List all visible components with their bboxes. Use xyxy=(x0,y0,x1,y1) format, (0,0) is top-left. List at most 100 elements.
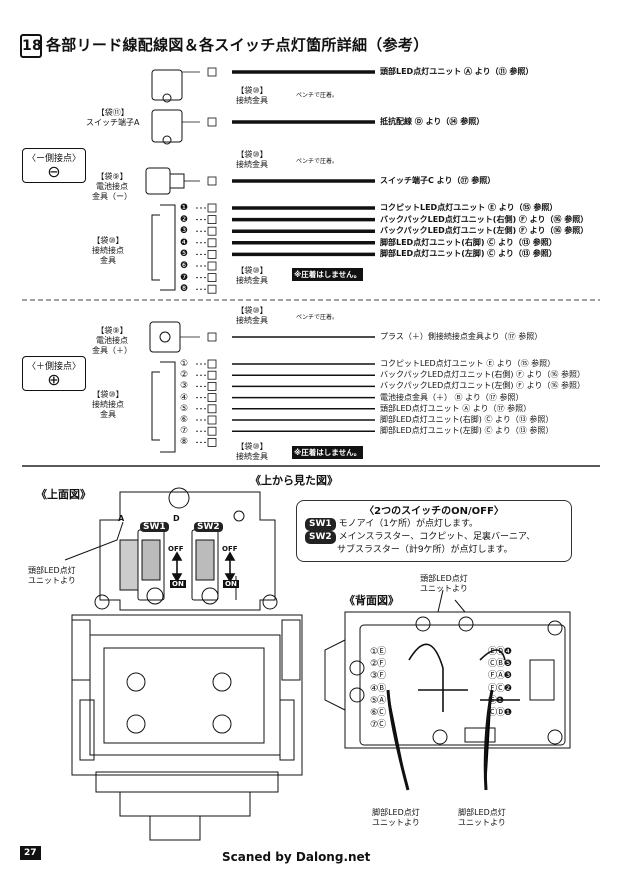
wire-resistor-d: 抵抗配線 Ⓓ より（⑭ 参照） xyxy=(380,117,485,126)
top-face-title: 《上面図》 xyxy=(36,488,91,501)
back-marker: ⑤Ⓐ xyxy=(370,695,386,706)
minus-side-label: 〈ー側接点〉 xyxy=(27,154,82,164)
back-face-title: 《背面図》 xyxy=(344,594,399,607)
minus-wire-number: ❷ xyxy=(180,214,189,225)
minus-side-badge: 〈ー側接点〉 ⊖ xyxy=(22,148,87,183)
sw1-tag: SW1 xyxy=(140,522,169,532)
pliers-note-2: ペンチで圧着。 xyxy=(296,158,339,165)
plus-pliers-note: ペンチで圧着。 xyxy=(296,314,339,321)
leg-unit-label-1: 脚部LED点灯 ユニットより xyxy=(372,808,420,827)
wire-plus-contact: プラス（＋）側接続接点金具より（⑰ 参照） xyxy=(380,332,543,341)
back-marker: ②Ⓕ xyxy=(370,659,386,670)
plus-wire-label: 脚部LED点灯ユニット(右脚) Ⓒ より（⑬ 参照） xyxy=(380,415,554,424)
wire-head-a: 頭部LED点灯ユニット Ⓐ より（⑪ 参照） xyxy=(380,67,534,76)
off-label-2: OFF xyxy=(222,545,238,553)
back-marker: ⒸⒹ❶ xyxy=(488,708,512,718)
back-marker: ③Ⓕ xyxy=(370,671,386,682)
minus-wire-label: バックパックLED点灯ユニット(左側) Ⓕ より（⑯ 参照） xyxy=(380,226,589,236)
back-marker: ⒻⒸ❷ xyxy=(488,683,512,694)
head-unit-label-back: 頭部LED点灯 ユニットより xyxy=(420,574,468,593)
minus-wire-terminal-box xyxy=(207,273,217,283)
plus-side-label: 〈＋側接点〉 xyxy=(27,362,82,372)
fitting-label-1: 【袋⑩】 接続金具 xyxy=(236,86,268,105)
off-label-1: OFF xyxy=(168,545,184,553)
minus-wire-terminal-box xyxy=(207,261,217,271)
plus-wire-number: ③ xyxy=(180,381,189,392)
plus-wire-label: 頭部LED点灯ユニット Ⓐ より（⑰ 参照） xyxy=(380,403,532,413)
minus-wire-number: ❺ xyxy=(180,249,189,260)
switch-card-title: 〈2つのスイッチのON/OFF〉 xyxy=(364,506,504,517)
head-unit-label-top: 頭部LED点灯 ユニットより xyxy=(28,566,76,585)
back-marker: ⒸⒷ❺ xyxy=(488,659,512,670)
back-marker: ⒺⒹ❹ xyxy=(488,647,512,657)
sw2-desc-2: サブスラスター（計9ケ所）が点灯します。 xyxy=(337,545,513,555)
top-view-title: 《上から見た図》 xyxy=(250,474,338,487)
plus-fitting-label-1: 【袋⑩】 接続金具 xyxy=(236,306,268,325)
battery-contact-plus-label: 【袋⑨】 電池接点 金具（＋） xyxy=(92,326,132,355)
plus-wire-number: ④ xyxy=(180,392,189,403)
fitting-label-2: 【袋⑩】 接続金具 xyxy=(236,150,268,169)
back-marker: ⑥Ⓒ xyxy=(370,708,386,718)
scan-credit: Scaned by Dalong.net xyxy=(222,850,371,864)
marker-a: A xyxy=(118,514,125,523)
plus-wire-label: バックパックLED点灯ユニット(左側) Ⓕ より（⑯ 参照） xyxy=(380,381,585,391)
plus-side-badge: 〈＋側接点〉 ⊕ xyxy=(22,356,87,391)
minus-wire-label: 脚部LED点灯ユニット(右脚) Ⓒ より（⑬ 参照） xyxy=(380,237,557,247)
plus-wire-label: 電池接点金具（＋） Ⓑ より（⑰ 参照） xyxy=(380,392,524,402)
plus-icon: ⊕ xyxy=(47,370,61,389)
sw1-badge: SW1 xyxy=(305,518,336,531)
on-label-1: ON xyxy=(170,580,186,588)
plus-wire-label: 脚部LED点灯ユニット(左脚) Ⓒ より（⑬ 参照） xyxy=(380,426,554,436)
plus-wire-number: ⑦ xyxy=(180,426,189,437)
no-crimp-note-plus: ※圧着はしません。 xyxy=(292,446,364,459)
switch-terminal-a-label: 【袋⑪】 スイッチ端子A xyxy=(86,108,140,127)
plus-wire-terminal-box xyxy=(207,381,217,391)
wire-switch-c: スイッチ端子C より（⑰ 参照） xyxy=(380,176,496,185)
plus-wire-number: ⑧ xyxy=(180,437,189,448)
plus-wire-terminal-box xyxy=(207,437,217,447)
plus-wire-terminal-box xyxy=(207,426,217,436)
plus-wire-label: バックパックLED点灯ユニット(右側) Ⓕ より（⑯ 参照） xyxy=(380,370,585,380)
battery-contact-minus-label: 【袋⑨】 電池接点 金具（ー） xyxy=(92,172,132,201)
minus-wire-label: バックパックLED点灯ユニット(右側) Ⓕ より（⑯ 参照） xyxy=(380,214,589,224)
sw1-desc: モノアイ（1ケ所）が点灯します。 xyxy=(338,519,479,529)
plus-wire-number: ⑥ xyxy=(180,415,189,425)
minus-wire-terminal-box xyxy=(207,284,217,294)
plus-wire-terminal-box xyxy=(207,359,217,369)
minus-wire-label: 脚部LED点灯ユニット(左脚) Ⓒ より（⑬ 参照） xyxy=(380,249,557,259)
sw2-desc-1: メインスラスター、コクピット、足裏バーニア、 xyxy=(338,532,536,542)
plus-wire-terminal-box xyxy=(207,415,217,425)
connector-contact-plus-label: 【袋⑩】 接続接点 金具 xyxy=(92,390,124,419)
minus-wire-terminal-box xyxy=(207,226,217,236)
back-marker: ⑦Ⓒ xyxy=(370,720,386,731)
minus-wire-terminal-box xyxy=(207,203,217,213)
step-number: 18 xyxy=(20,34,42,58)
minus-wire-number: ❶ xyxy=(180,203,189,213)
plus-wire-terminal-box xyxy=(207,370,217,380)
plus-wire-number: ⑤ xyxy=(180,403,189,414)
page-number: 27 xyxy=(20,846,41,860)
minus-wire-terminal-box xyxy=(207,215,217,225)
leg-unit-label-2: 脚部LED点灯 ユニットより xyxy=(458,808,506,827)
back-marker: Ⓔ❶ xyxy=(488,695,504,706)
minus-wire-number: ❼ xyxy=(180,272,189,283)
on-label-2: ON xyxy=(223,580,239,588)
back-marker: ①Ⓔ xyxy=(370,647,386,657)
plus-fitting-label-2: 【袋⑩】 接続金具 xyxy=(236,442,268,461)
plus-wire-number: ② xyxy=(180,370,189,381)
back-marker: ⒻⒶ❸ xyxy=(488,671,512,682)
sw2-badge: SW2 xyxy=(305,531,336,544)
connector-contact-minus-label: 【袋⑩】 接続接点 金具 xyxy=(92,236,124,265)
minus-wire-number: ❻ xyxy=(180,261,189,271)
minus-wire-number: ❸ xyxy=(180,226,189,237)
minus-wire-label: コクピットLED点灯ユニット Ⓔ より（⑮ 参照） xyxy=(380,203,558,212)
pliers-note-1: ペンチで圧着。 xyxy=(296,92,339,99)
fitting-label-3: 【袋⑩】 接続金具 xyxy=(236,266,268,285)
plus-wire-terminal-box xyxy=(207,404,217,414)
no-crimp-note-minus: ※圧着はしません。 xyxy=(292,268,364,281)
title-text: 各部リード線配線図＆各スイッチ点灯箇所詳細（参考） xyxy=(46,36,429,54)
